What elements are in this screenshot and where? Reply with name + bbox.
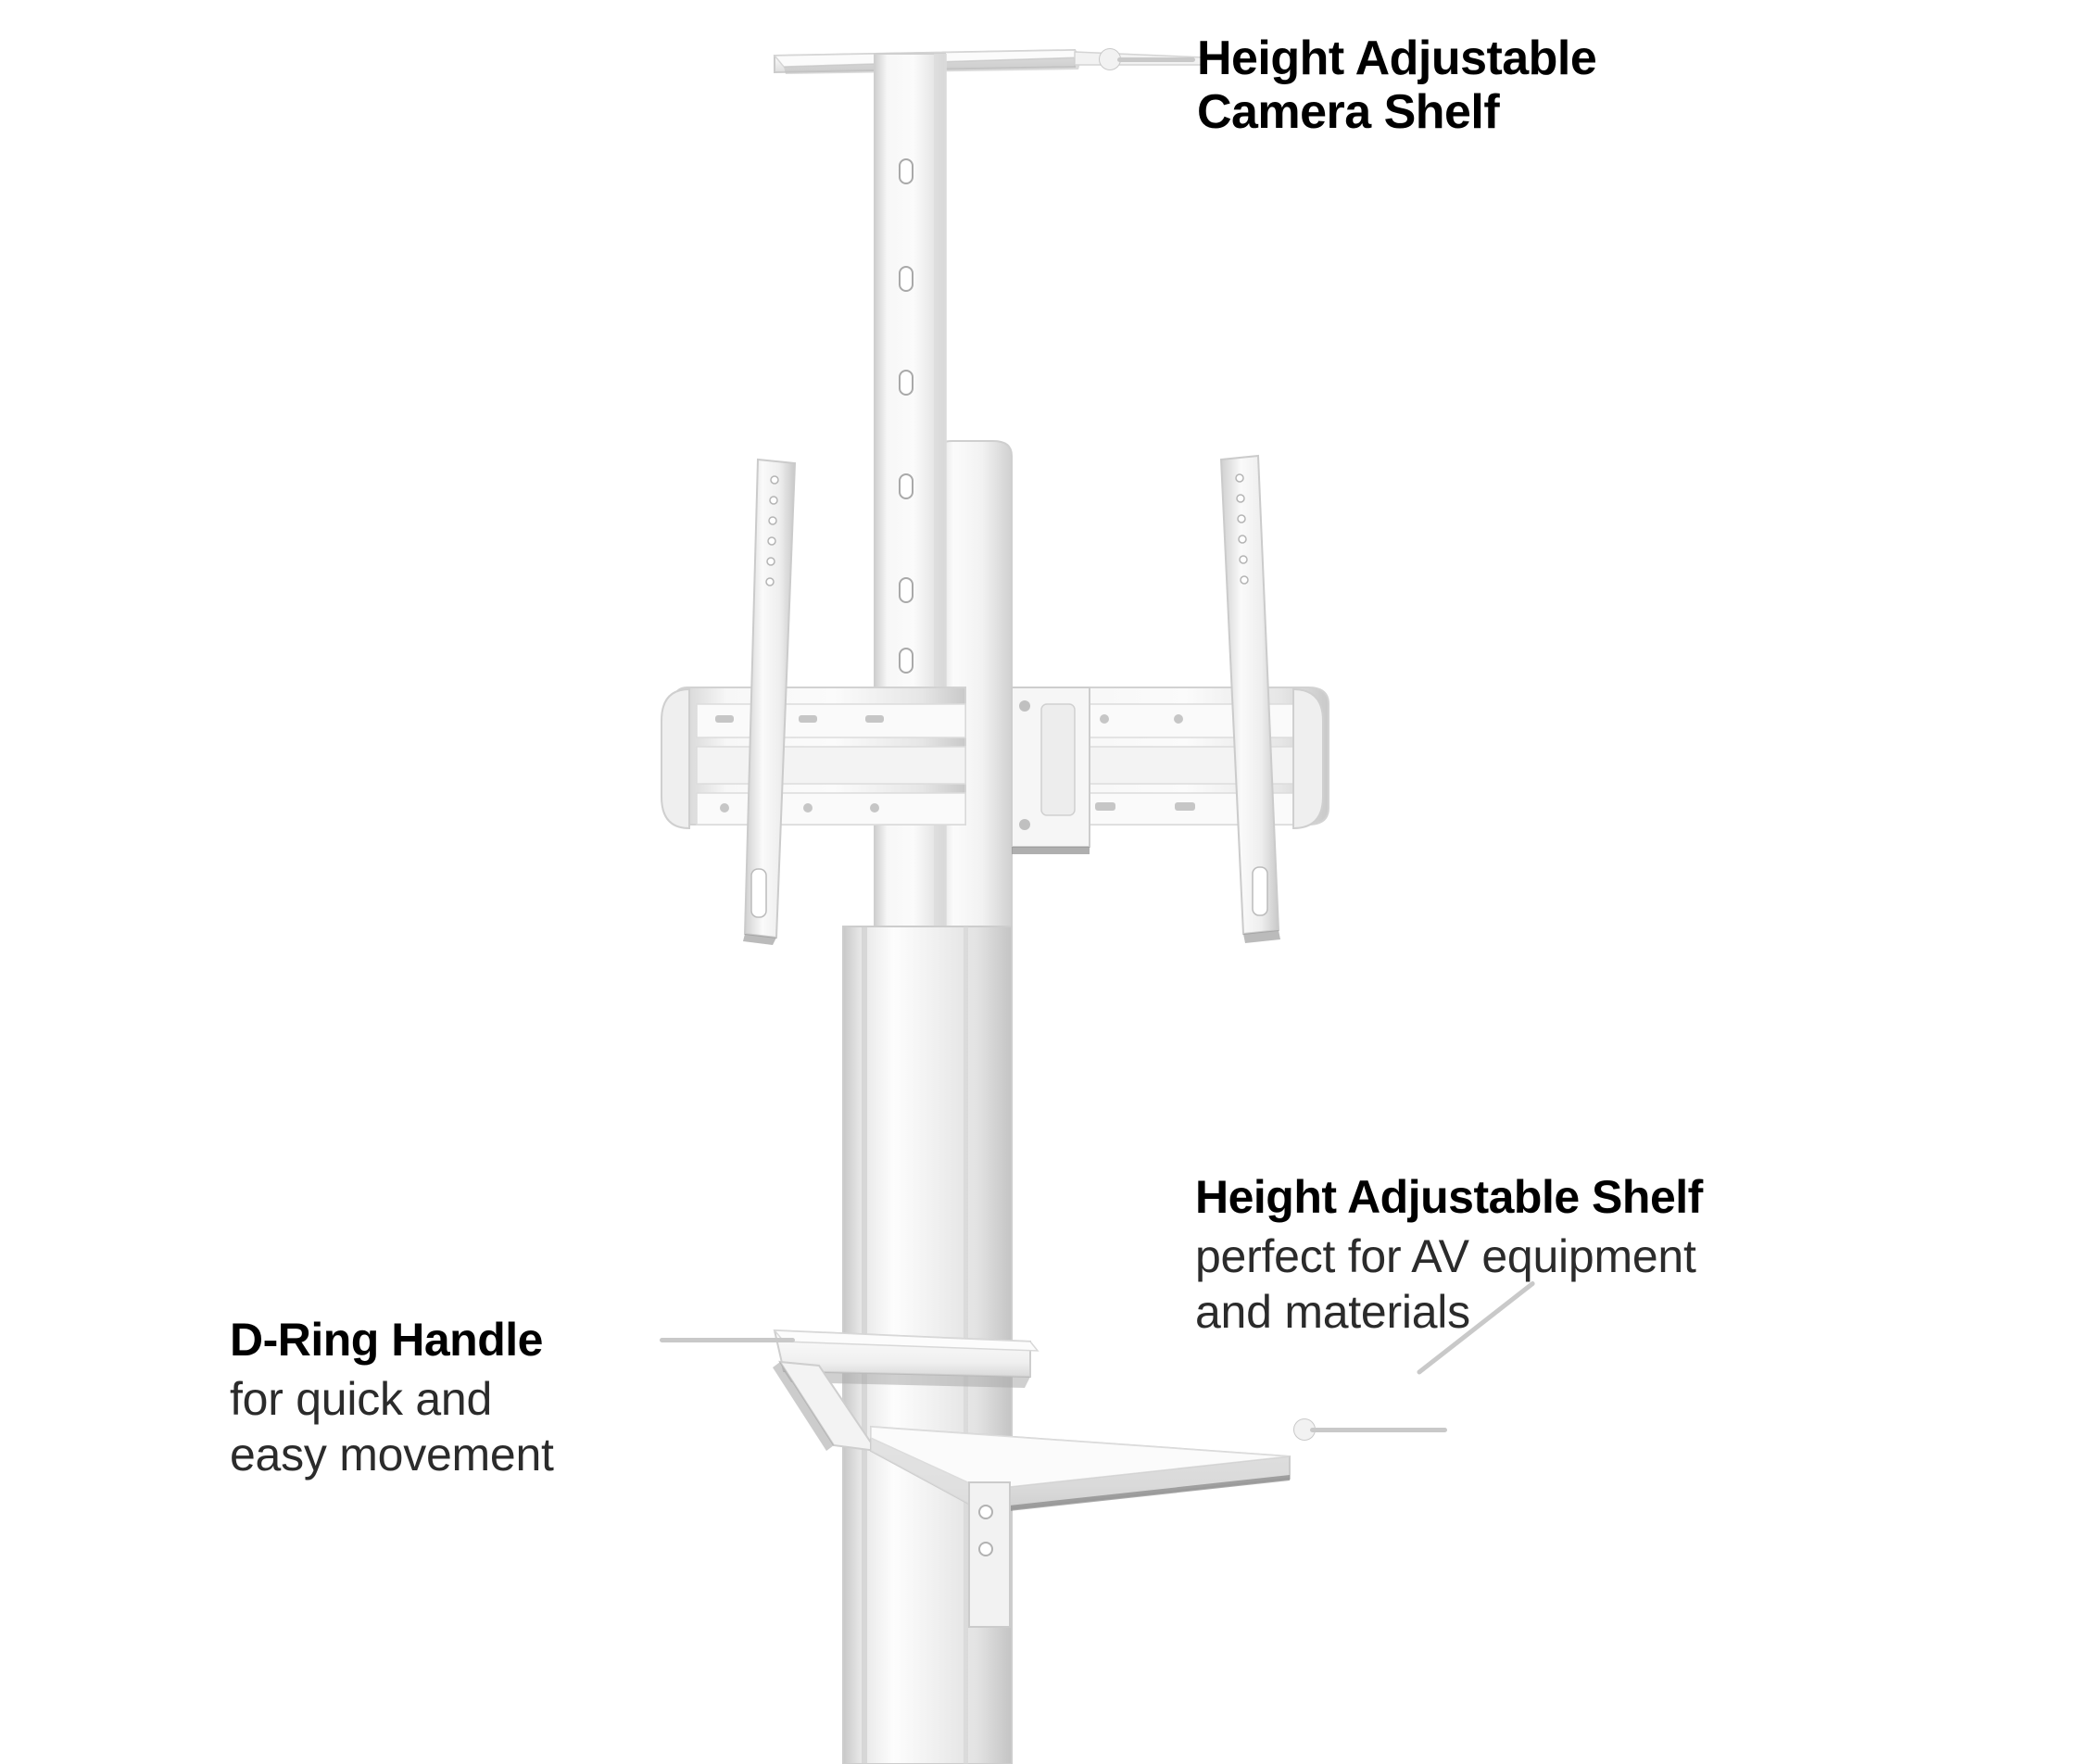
callout-d-ring-title: D-Ring Handle <box>230 1314 543 1366</box>
callout-camera-shelf: Height Adjustable Camera Shelf <box>1197 32 1597 140</box>
av-shelf <box>870 1425 1291 1628</box>
callout-av-shelf-subtitle: perfect for AV equipment and materials <box>1195 1230 1696 1338</box>
callout-d-ring-subtitle: for quick and easy movement <box>230 1373 554 1480</box>
mount-arm-right <box>1219 454 1280 943</box>
d-ring-handle <box>773 1329 1040 1453</box>
mount-arm-left <box>743 458 797 945</box>
leader-line-av-shelf-h <box>1310 1428 1447 1432</box>
leader-line-camera-shelf <box>1117 57 1195 62</box>
callout-av-shelf: Height Adjustable Shelf perfect for AV e… <box>1195 1171 1703 1340</box>
callout-av-shelf-title: Height Adjustable Shelf <box>1195 1171 1703 1223</box>
callout-d-ring-handle: D-Ring Handle for quick and easy movemen… <box>230 1314 554 1482</box>
camera-shelf <box>773 48 1205 74</box>
leader-line-d-ring <box>660 1338 795 1342</box>
shelf-bracket <box>968 1481 1011 1628</box>
callout-camera-shelf-title: Height Adjustable Camera Shelf <box>1197 32 1597 140</box>
